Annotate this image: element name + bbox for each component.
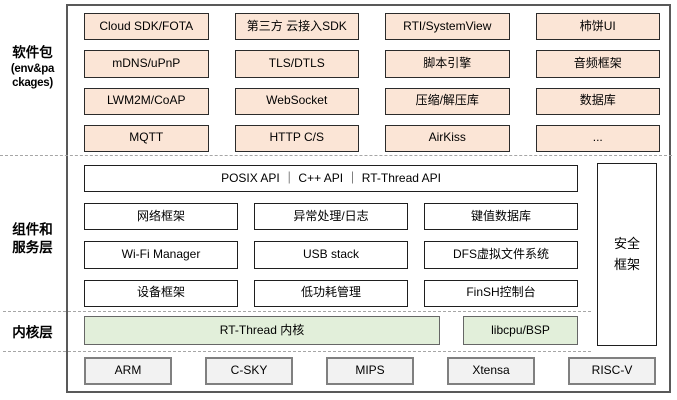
component-box-usb-stack: USB stack xyxy=(254,241,408,269)
dashed-separator-kernel-top xyxy=(3,311,591,312)
layer-label-packages-title: 软件包 xyxy=(12,45,53,60)
package-box-tls-dtls: TLS/DTLS xyxy=(234,50,359,78)
cpu-box-c-sky: C-SKY xyxy=(205,357,293,385)
cpu-box-risc-v: RISC-V xyxy=(568,357,656,385)
package-box-lwm2m-coap: LWM2M/CoAP xyxy=(84,87,209,115)
security-framework-box: 安全 框架 xyxy=(597,163,657,346)
package-box-http-cs: HTTP C/S xyxy=(234,124,359,152)
package-box-audio-framework: 音频框架 xyxy=(535,50,660,78)
cpu-box-arm: ARM xyxy=(84,357,172,385)
component-box-low-power: 低功耗管理 xyxy=(254,279,408,307)
kernel-box-rt-thread-kernel: RT-Thread 内核 xyxy=(84,316,440,345)
package-box-database: 数据库 xyxy=(535,87,660,115)
dashed-separator-kernel-bottom xyxy=(3,351,591,352)
layer-label-components-line1: 组件和 xyxy=(12,222,53,237)
layer-label-components-line2: 服务层 xyxy=(12,239,53,255)
package-box-third-party-cloud-sdk: 第三方 云接入SDK xyxy=(234,13,359,41)
layer-label-kernel-line1: 内核层 xyxy=(12,325,53,340)
security-framework-line1: 安全 xyxy=(613,236,640,252)
package-box-mqtt: MQTT xyxy=(84,124,209,152)
component-box-dfs-filesystem: DFS虚拟文件系统 xyxy=(424,241,578,269)
component-box-finsh-console: FinSH控制台 xyxy=(424,279,578,307)
package-box-cloud-sdk-fota: Cloud SDK/FOTA xyxy=(84,13,209,41)
cpu-box-xtensa: Xtensa xyxy=(447,357,535,385)
component-box-device-framework: 设备框架 xyxy=(84,279,238,307)
diagram-frame xyxy=(66,4,671,393)
components-grid: 网络框架 异常处理/日志 键值数据库 Wi-Fi Manager USB sta… xyxy=(84,203,578,307)
layer-label-kernel: 内核层 xyxy=(1,324,64,342)
layer-label-packages: 软件包 (env&pa ckages) xyxy=(1,44,64,90)
package-box-airkiss: AirKiss xyxy=(385,124,510,152)
component-box-kv-database: 键值数据库 xyxy=(424,203,578,231)
cpu-architectures-row: ARM C-SKY MIPS Xtensa RISC-V xyxy=(84,357,656,385)
api-bar: POSIX API ｜ C++ API ｜ RT-Thread API xyxy=(84,165,578,192)
layer-label-packages-sub1: (env&pa xyxy=(10,62,55,75)
security-framework-line2: 框架 xyxy=(613,256,640,272)
component-box-network-framework: 网络框架 xyxy=(84,203,238,231)
package-box-compression: 压缩/解压库 xyxy=(385,87,510,115)
layer-label-packages-sub2: ckages) xyxy=(12,76,53,89)
package-box-persim-ui: 柿饼UI xyxy=(535,13,660,41)
component-box-exception-log: 异常处理/日志 xyxy=(254,203,408,231)
component-box-wifi-manager: Wi-Fi Manager xyxy=(84,241,238,269)
packages-grid: Cloud SDK/FOTA 第三方 云接入SDK RTI/SystemView… xyxy=(84,13,660,152)
package-box-mdns-upnp: mDNS/uPnP xyxy=(84,50,209,78)
package-box-websocket: WebSocket xyxy=(234,87,359,115)
package-box-more: ... xyxy=(535,124,660,152)
package-box-rti-systemview: RTI/SystemView xyxy=(385,13,510,41)
layer-label-components: 组件和 服务层 xyxy=(1,221,64,256)
kernel-box-libcpu-bsp: libcpu/BSP xyxy=(463,316,578,345)
dashed-separator-packages xyxy=(0,155,672,156)
package-box-script-engine: 脚本引擎 xyxy=(385,50,510,78)
cpu-box-mips: MIPS xyxy=(326,357,414,385)
